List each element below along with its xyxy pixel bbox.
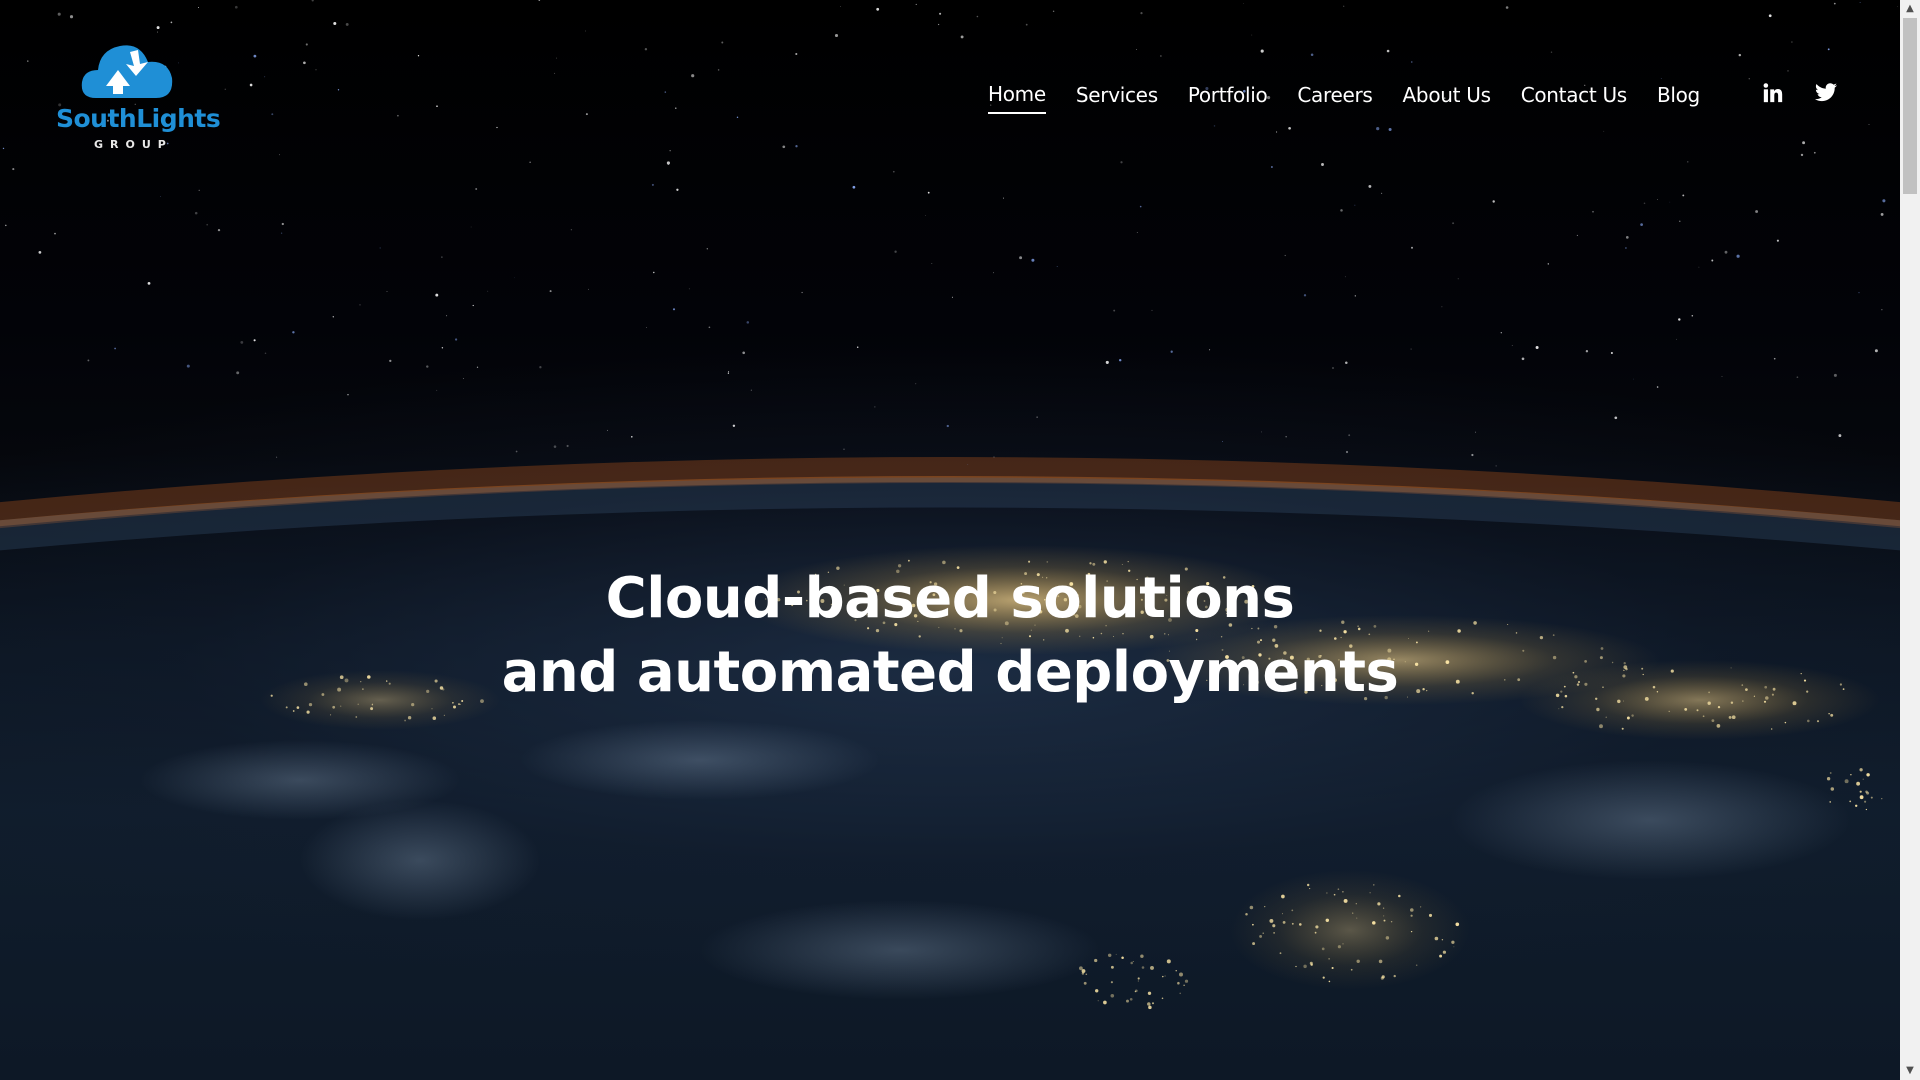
southlights-logo[interactable]: SouthLights GROUP [56, 36, 221, 156]
vertical-scrollbar[interactable]: ▲ ▼ [1900, 0, 1920, 1080]
linkedin-icon[interactable] [1762, 82, 1784, 108]
logo-name: SouthLights [56, 104, 221, 133]
nav-home[interactable]: Home [988, 82, 1046, 114]
nav-blog[interactable]: Blog [1656, 83, 1700, 107]
cloud-logo-icon [81, 45, 173, 98]
scroll-up-arrow[interactable]: ▲ [1906, 3, 1914, 14]
nav-services[interactable]: Services [1075, 83, 1158, 107]
logo-subtitle: GROUP [94, 138, 173, 151]
nav-contact-us[interactable]: Contact Us [1520, 83, 1628, 107]
nav-careers[interactable]: Careers [1297, 83, 1373, 107]
scroll-down-arrow[interactable]: ▼ [1906, 1065, 1914, 1076]
nav-portfolio[interactable]: Portfolio [1187, 83, 1268, 107]
main-navigation: Home Services Portfolio Careers About Us… [988, 82, 1730, 114]
nav-about-us[interactable]: About Us [1402, 83, 1491, 107]
hero-headline-line-2: and automated deployments [501, 640, 1399, 705]
hero-headline-line-1: Cloud-based solutions [605, 566, 1295, 631]
twitter-icon[interactable] [1814, 82, 1838, 108]
scrollbar-thumb[interactable] [1903, 18, 1917, 194]
social-links [1762, 82, 1868, 108]
hero-headline: Cloud-based solutions and automated depl… [0, 562, 1900, 710]
